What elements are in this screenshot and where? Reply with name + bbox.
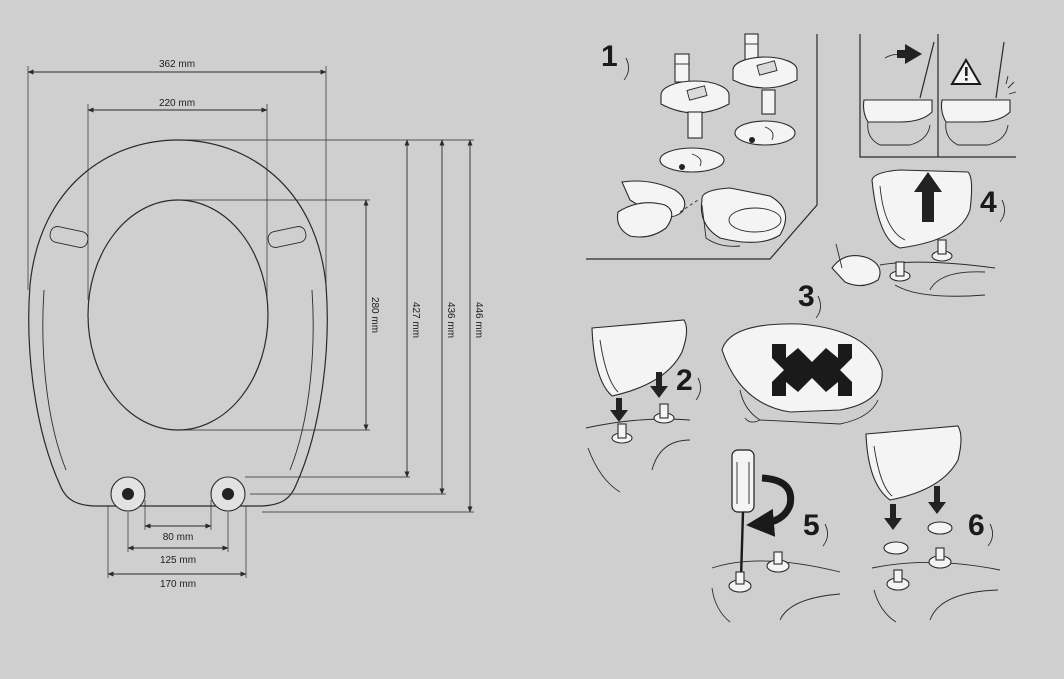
step-5-panel: 5 xyxy=(711,449,841,623)
hinge-left xyxy=(110,476,146,512)
seat-lid xyxy=(591,319,688,397)
seat-lid xyxy=(871,169,973,249)
cross-arrows-icon xyxy=(772,344,852,396)
dim-436-label: 436 mm xyxy=(445,302,456,338)
dim-170-label: 170 mm xyxy=(160,579,196,590)
step-2-panel: 2 xyxy=(585,319,701,493)
hinge-post xyxy=(928,547,952,569)
hinge-post xyxy=(766,551,790,573)
down-arrow-icon xyxy=(928,486,946,514)
bumper-left xyxy=(49,226,89,248)
hinge-part-b xyxy=(732,33,798,146)
hinge-post xyxy=(653,403,675,424)
hinge-part-a xyxy=(659,53,730,173)
warning-panel xyxy=(859,34,1017,158)
down-arrow-icon xyxy=(610,398,628,422)
hand xyxy=(831,255,881,287)
dim-280-label: 280 mm xyxy=(369,297,380,333)
hinge-post xyxy=(611,423,633,444)
hinge-post xyxy=(889,261,911,282)
down-arrow-icon xyxy=(884,504,902,530)
lift-arrow-icon xyxy=(914,172,942,222)
step-2-number: 2 xyxy=(676,364,693,397)
step-6-panel: 6 xyxy=(865,425,1001,623)
step-5-number: 5 xyxy=(803,509,820,542)
step-4-number: 4 xyxy=(980,186,997,219)
dim-446-label: 446 mm xyxy=(473,302,484,338)
dim-125-label: 125 mm xyxy=(160,555,196,566)
toilet-bowl xyxy=(700,187,787,243)
arrow-icon xyxy=(905,44,922,64)
step-4-panel: 4 xyxy=(831,169,1005,297)
bumper-right xyxy=(267,226,307,248)
dim-220-label: 220 mm xyxy=(159,98,195,109)
step-3-panel: 3 xyxy=(721,280,883,425)
step-6-number: 6 xyxy=(968,509,985,542)
cover-cap xyxy=(883,541,909,555)
hinge-post xyxy=(886,569,910,591)
step-3-number: 3 xyxy=(798,280,815,313)
down-arrow-icon xyxy=(650,372,668,398)
cleaning-cloth xyxy=(616,202,673,238)
dim-427-label: 427 mm xyxy=(410,302,421,338)
hinge-post xyxy=(728,571,752,593)
rotate-arrow-icon xyxy=(746,474,795,537)
seat-lid xyxy=(865,425,962,501)
screwdriver-icon xyxy=(731,449,755,579)
dim-362-label: 362 mm xyxy=(159,59,195,70)
seat-outline xyxy=(28,139,328,507)
step-1-panel: 1 xyxy=(586,33,818,260)
hinge-post xyxy=(931,239,953,262)
cover-cap xyxy=(927,521,953,535)
step-1-number: 1 xyxy=(601,40,618,73)
seat-drawing: 362 mm 220 mm 80 mm 125 mm 170 mm 280 mm… xyxy=(27,59,484,590)
seat-opening xyxy=(87,199,269,431)
dim-80-label: 80 mm xyxy=(163,532,194,543)
hinge-right xyxy=(210,476,246,512)
